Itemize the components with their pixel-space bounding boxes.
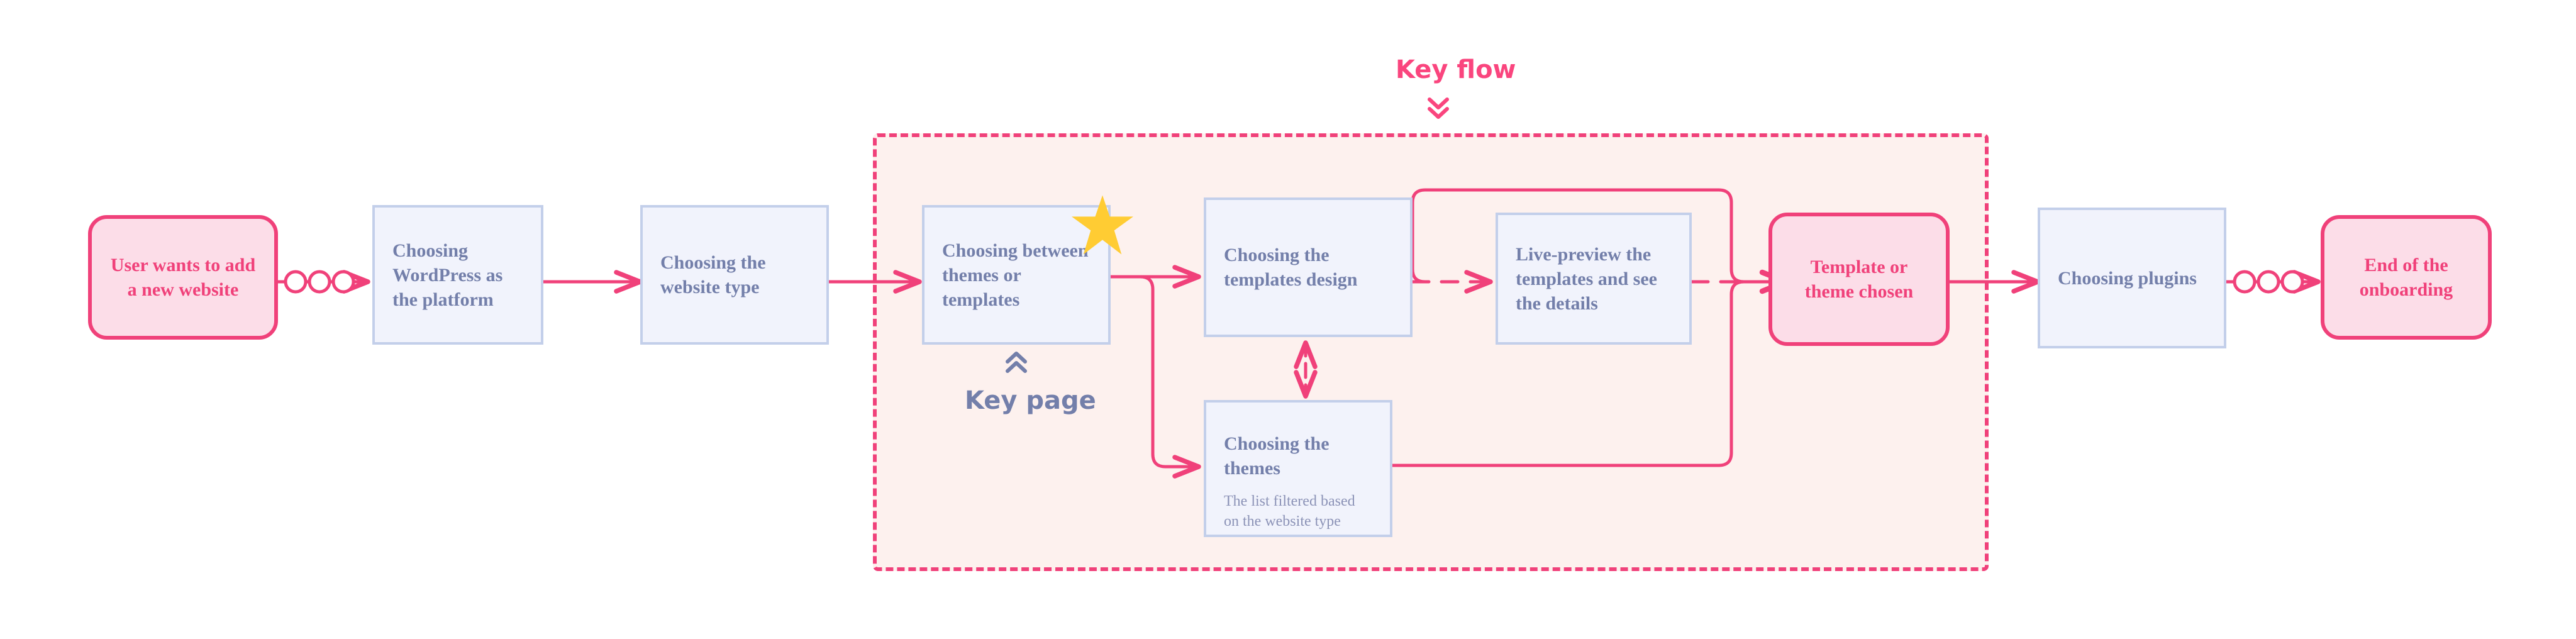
node-start[interactable]: User wants to add a new website <box>88 215 278 340</box>
key-flow-zone <box>873 133 1989 571</box>
node-live-preview-label: Live-preview the templates and see the d… <box>1516 243 1657 314</box>
node-themes-label: Choosing the themes <box>1224 433 1330 479</box>
node-themes-or-templates[interactable]: Choosing between themes or templates <box>922 205 1111 345</box>
node-template-or-theme-chosen[interactable]: Template or theme chosen <box>1768 213 1950 346</box>
node-themes-subtitle: The list filtered based on the website t… <box>1224 493 1355 530</box>
node-website-type[interactable]: Choosing the website type <box>640 205 829 345</box>
double-chevron-down-icon <box>1428 97 1449 119</box>
node-choosing-wordpress-label: Choosing WordPress as the platform <box>392 240 503 310</box>
node-end-of-onboarding-label: End of the onboarding <box>2359 255 2453 300</box>
connector-plugins-to-end <box>2224 270 2321 294</box>
key-flow-label: Key flow <box>1396 55 1516 84</box>
node-choosing-wordpress[interactable]: Choosing WordPress as the platform <box>372 205 543 345</box>
node-start-label: User wants to add a new website <box>110 255 256 300</box>
node-templates-design-label: Choosing the templates design <box>1224 245 1358 290</box>
key-page-label: Key page <box>965 386 1096 415</box>
node-templates-design[interactable]: Choosing the templates design <box>1204 197 1413 337</box>
star-icon <box>1072 195 1133 255</box>
node-live-preview[interactable]: Live-preview the templates and see the d… <box>1496 213 1692 345</box>
node-template-or-theme-chosen-label: Template or theme chosen <box>1804 257 1914 302</box>
node-themes-or-templates-label: Choosing between themes or templates <box>942 240 1089 310</box>
node-choosing-plugins[interactable]: Choosing plugins <box>2038 208 2226 348</box>
connector-start-to-wordpress <box>276 270 370 294</box>
node-choosing-plugins-label: Choosing plugins <box>2058 267 2197 289</box>
double-chevron-up-icon <box>1006 352 1027 373</box>
node-end-of-onboarding[interactable]: End of the onboarding <box>2321 215 2492 340</box>
node-themes[interactable]: Choosing the themes The list filtered ba… <box>1204 400 1392 537</box>
node-website-type-label: Choosing the website type <box>660 252 766 297</box>
